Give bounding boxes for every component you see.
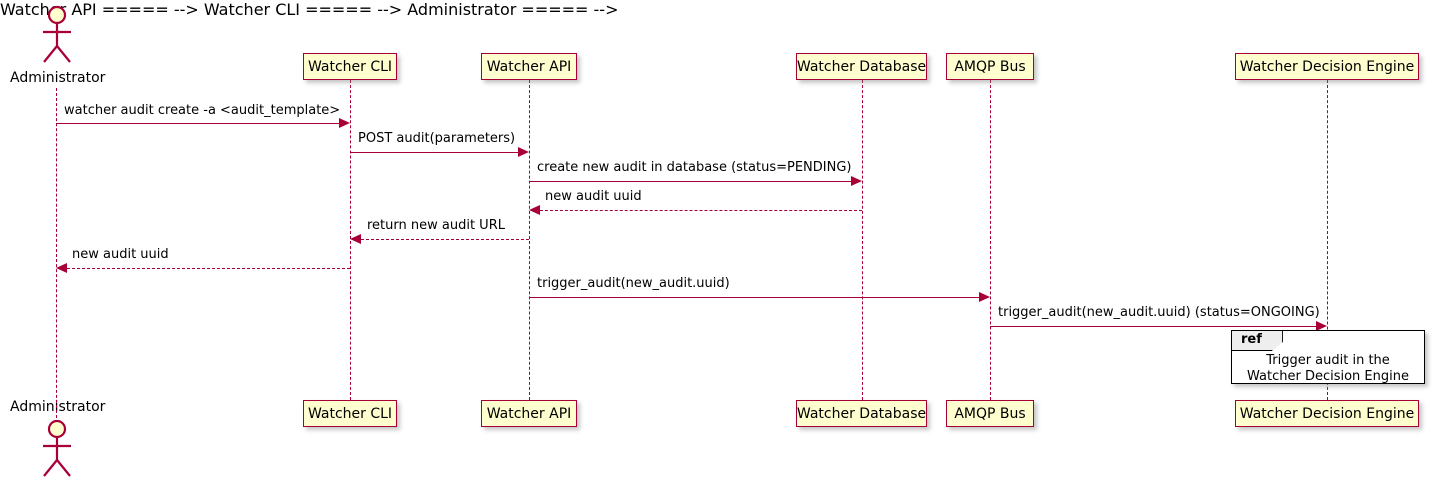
message-label-m6: new audit uuid [72, 247, 169, 262]
message-arrow-line-m3 [529, 181, 857, 182]
arrowhead-right-icon [851, 176, 862, 186]
message-label-m8: trigger_audit(new_audit.uuid) (status=ON… [998, 305, 1320, 320]
actor-stick-figure-icon [43, 5, 71, 63]
arrowhead-left-icon [56, 263, 67, 273]
message-arrow-line-m8 [990, 326, 1322, 327]
arrowhead-right-icon [1316, 321, 1327, 331]
participant-watcher-database-top[interactable]: Watcher Database [796, 53, 927, 80]
message-arrow-line-m2 [350, 152, 524, 153]
lifeline-watcher-database [862, 80, 863, 400]
participant-watcher-database-bottom[interactable]: Watcher Database [796, 400, 927, 427]
participant-amqp-bus-bottom[interactable]: AMQP Bus [946, 400, 1034, 427]
ref-fragment-line-1: Trigger audit in the [1266, 353, 1390, 368]
message-arrow-line-m5 [361, 239, 529, 240]
participant-watcher-cli-top[interactable]: Watcher CLI [303, 53, 397, 80]
message-arrow-line-m1 [56, 123, 345, 124]
arrowhead-right-icon [339, 118, 350, 128]
participant-watcher-decision-engine-top[interactable]: Watcher Decision Engine [1235, 53, 1419, 80]
ref-fragment-line-2: Watcher Decision Engine [1247, 369, 1409, 384]
participant-watcher-api-bottom[interactable]: Watcher API [481, 400, 577, 427]
actor-label-administrator-bottom: Administrator [10, 399, 106, 415]
arrowhead-left-icon [350, 234, 361, 244]
message-label-m1: watcher audit create -a <audit_template> [64, 103, 341, 118]
ref-fragment: ref Trigger audit in the Watcher Decisio… [1231, 330, 1425, 384]
lifeline-administrator [56, 88, 57, 418]
participant-watcher-cli-bottom[interactable]: Watcher CLI [303, 400, 397, 427]
message-label-m2: POST audit(parameters) [358, 131, 516, 146]
actor-administrator-bottom [34, 418, 80, 484]
actor-stick-figure-icon [43, 419, 71, 477]
actor-label-administrator-top: Administrator [10, 70, 106, 86]
actor-administrator-top [34, 4, 80, 70]
lifeline-watcher-api [529, 80, 530, 400]
ref-fragment-body: Trigger audit in the Watcher Decision En… [1232, 353, 1424, 385]
message-label-m3: create new audit in database (status=PEN… [537, 160, 852, 175]
message-label-m4: new audit uuid [545, 189, 642, 204]
message-arrow-line-m4 [540, 210, 862, 211]
participant-amqp-bus-top[interactable]: AMQP Bus [946, 53, 1034, 80]
message-label-m7: trigger_audit(new_audit.uuid) [537, 276, 730, 291]
ref-fragment-tab-label: ref [1232, 331, 1283, 351]
arrowhead-right-icon [979, 292, 990, 302]
lifeline-watcher-decision-engine [1327, 80, 1328, 400]
participant-watcher-api-top[interactable]: Watcher API [481, 53, 577, 80]
arrowhead-left-icon [529, 205, 540, 215]
lifeline-amqp-bus [990, 80, 991, 400]
arrowhead-right-icon [518, 147, 529, 157]
participant-watcher-decision-engine-bottom[interactable]: Watcher Decision Engine [1235, 400, 1419, 427]
message-arrow-line-m7 [529, 297, 985, 298]
message-arrow-line-m6 [67, 268, 350, 269]
message-label-m5: return new audit URL [367, 218, 505, 233]
